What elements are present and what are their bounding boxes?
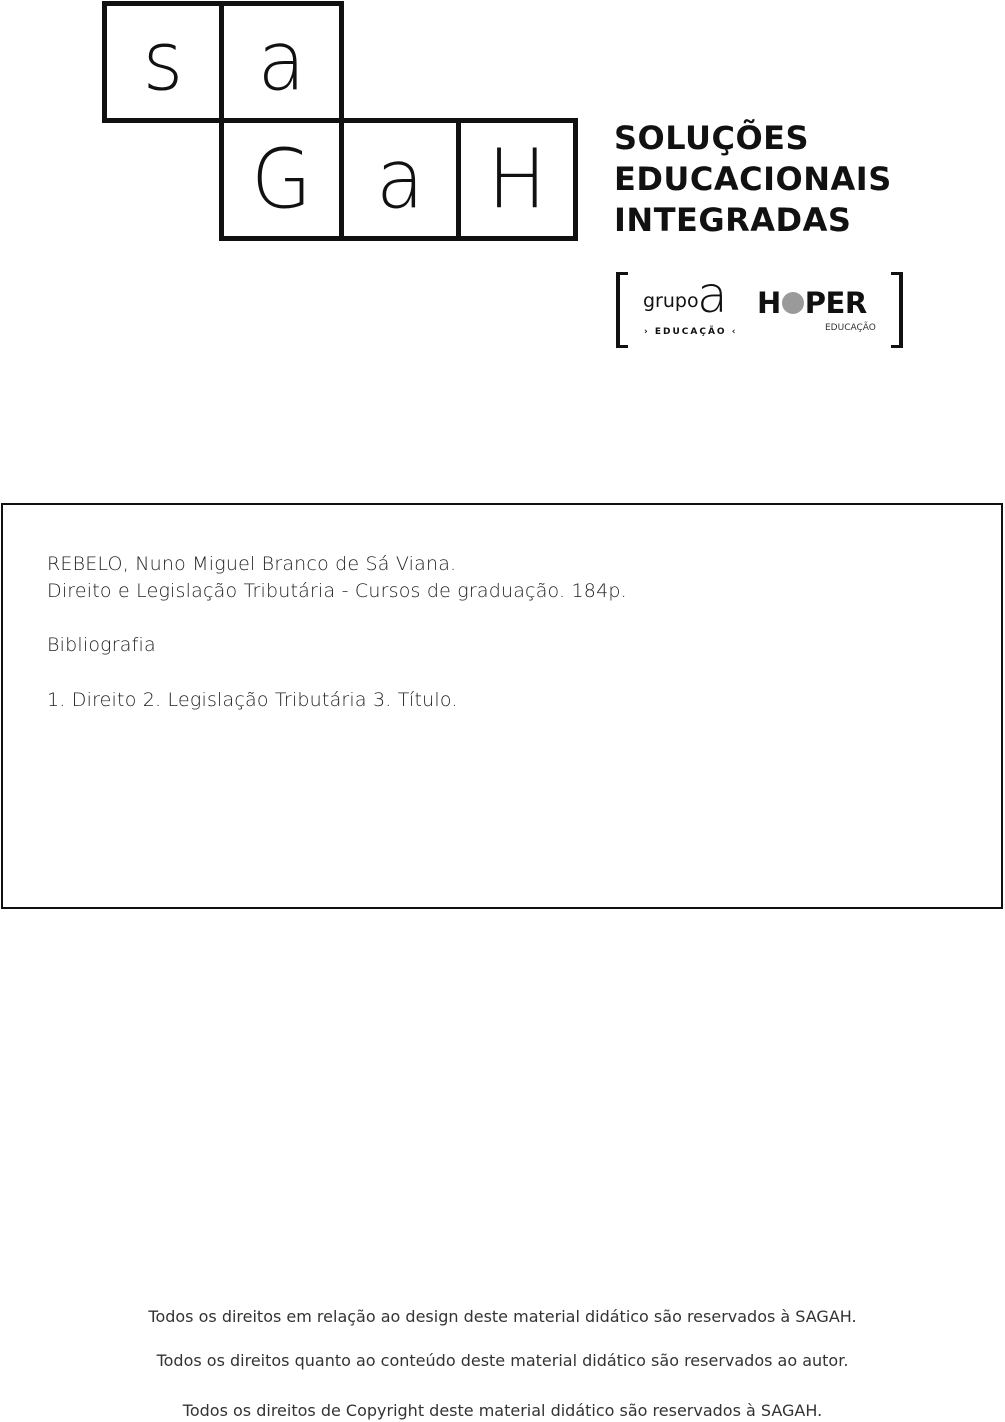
logo-cell-s: s	[102, 1, 224, 123]
logo-letter: G	[251, 132, 312, 227]
tagline-line: EDUCACIONAIS	[614, 160, 892, 198]
tagline: SOLUÇÕES EDUCACIONAIS INTEGRADAS	[614, 118, 892, 241]
logo-letter: a	[257, 14, 306, 110]
left-bracket	[616, 272, 628, 348]
logo-cell-a: a	[219, 1, 344, 123]
hoper-o-circle-icon	[781, 292, 804, 314]
hoper-logo-subtitle: EDUCAÇÃO	[825, 323, 876, 333]
catalog-author: REBELO, Nuno Miguel Branco de Sá Viana.	[47, 553, 457, 575]
catalog-subjects: 1. Direito 2. Legislação Tributária 3. T…	[47, 689, 458, 711]
tagline-line: INTEGRADAS	[614, 201, 852, 239]
rights-design: Todos os direitos em relação ao design d…	[148, 1307, 857, 1326]
hoper-logo-prefix: H	[757, 286, 781, 320]
grupo-a-logo-letter: a	[697, 266, 728, 324]
tagline-line: SOLUÇÕES	[614, 119, 810, 157]
logo-letter: s	[142, 14, 184, 110]
hoper-logo: H PER	[757, 289, 867, 318]
logo-cell-h: H	[456, 118, 578, 241]
catalog-title: Direito e Legislação Tributária - Cursos…	[47, 580, 627, 602]
grupo-a-logo-subtitle: › EDUCAÇÃO ‹	[644, 327, 738, 337]
logo-letter: a	[376, 132, 424, 227]
catalog-bibliography: Bibliografia	[47, 634, 156, 656]
logo-cell-g: G	[219, 118, 344, 241]
rights-copyright: Todos os direitos de Copyright deste mat…	[182, 1401, 823, 1420]
catalog-card: REBELO, Nuno Miguel Branco de Sá Viana. …	[1, 503, 1003, 909]
rights-content: Todos os direitos quanto ao conteúdo des…	[156, 1351, 849, 1370]
grupo-a-logo-word: grupo	[643, 290, 699, 312]
logo-letter: H	[487, 132, 547, 227]
logo-cell-a2: a	[339, 118, 461, 241]
hoper-logo-suffix: PER	[804, 286, 867, 320]
right-bracket	[891, 272, 903, 348]
